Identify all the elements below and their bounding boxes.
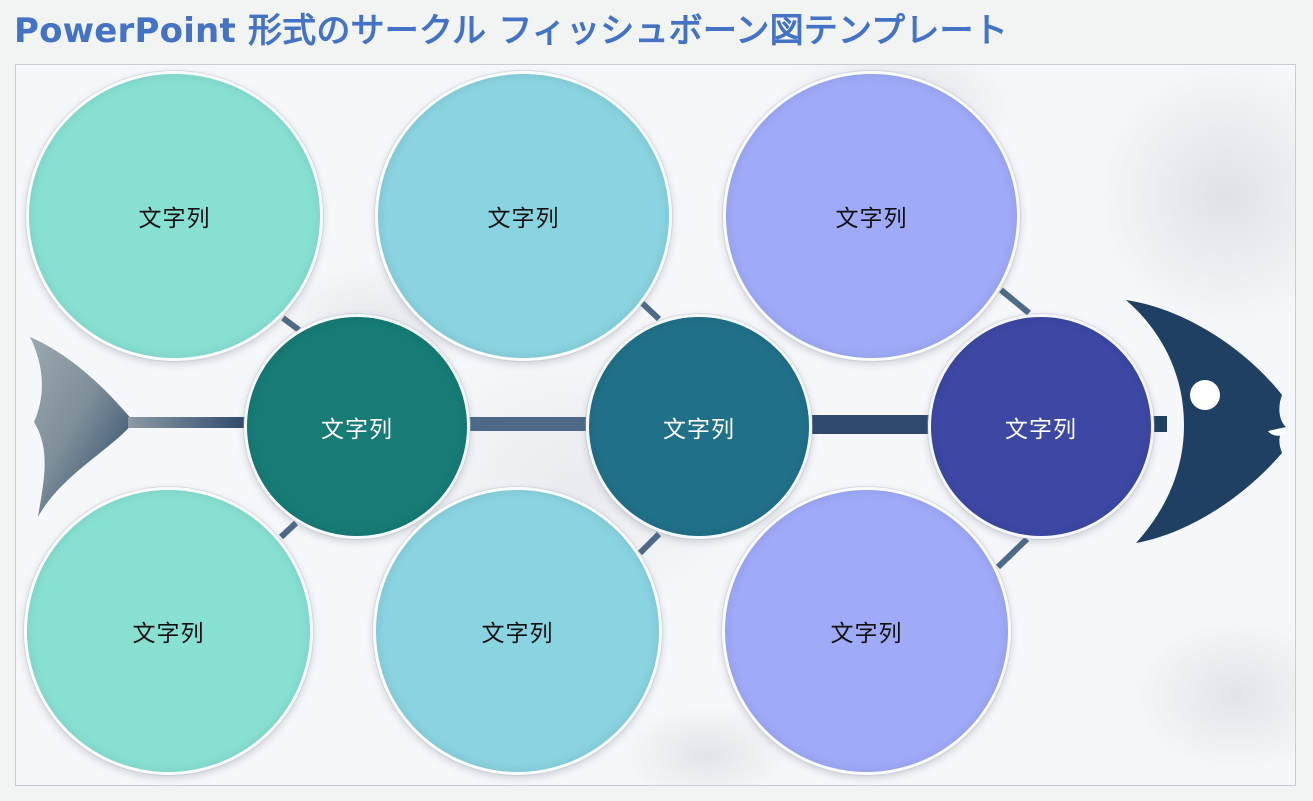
bone-top-1 xyxy=(281,315,301,333)
fishbone-skeleton xyxy=(30,287,1286,570)
fish-mouth-icon xyxy=(1268,427,1286,436)
top-circle-3[interactable]: 文字列 xyxy=(723,71,1020,361)
circle-label: 文字列 xyxy=(321,416,393,443)
top-circle-1[interactable]: 文字列 xyxy=(26,71,323,361)
circle-label: 文字列 xyxy=(487,206,560,232)
bone-bottom-3 xyxy=(995,536,1030,570)
bottom-circle-1[interactable]: 文字列 xyxy=(24,487,313,775)
spine-segment-4 xyxy=(1153,416,1167,432)
circle-label: 文字列 xyxy=(481,621,554,647)
circle-label: 文字列 xyxy=(1005,416,1077,443)
bottom-circle-3[interactable]: 文字列 xyxy=(722,487,1011,775)
bone-bottom-1 xyxy=(278,520,299,540)
circle-label: 文字列 xyxy=(132,621,205,647)
bone-bottom-2 xyxy=(637,531,662,556)
hub-circle-2[interactable]: 文字列 xyxy=(586,314,812,539)
spine-segment-3 xyxy=(812,415,929,434)
spine-segment-1 xyxy=(128,417,246,428)
circle-label: 文字列 xyxy=(663,416,735,443)
fish-eye-icon xyxy=(1190,380,1220,410)
spine-segment-2 xyxy=(469,417,586,431)
bone-top-2 xyxy=(639,300,662,322)
fish-tail-icon xyxy=(30,337,134,517)
bone-top-3 xyxy=(999,287,1031,316)
top-circle-2[interactable]: 文字列 xyxy=(375,71,672,361)
circle-label: 文字列 xyxy=(138,206,211,232)
slide-canvas: 文字列 文字列 文字列 文字列 文字列 文字列 文字列 文字列 文字列 xyxy=(15,64,1296,786)
page-title: PowerPoint 形式のサークル フィッシュボーン図テンプレート xyxy=(14,11,1008,51)
hub-circle-3[interactable]: 文字列 xyxy=(928,314,1154,539)
circle-label: 文字列 xyxy=(835,206,908,232)
circle-label: 文字列 xyxy=(830,621,903,647)
fish-head-icon xyxy=(1126,300,1286,543)
bottom-circle-2[interactable]: 文字列 xyxy=(373,487,662,775)
hub-circle-1[interactable]: 文字列 xyxy=(244,314,470,539)
